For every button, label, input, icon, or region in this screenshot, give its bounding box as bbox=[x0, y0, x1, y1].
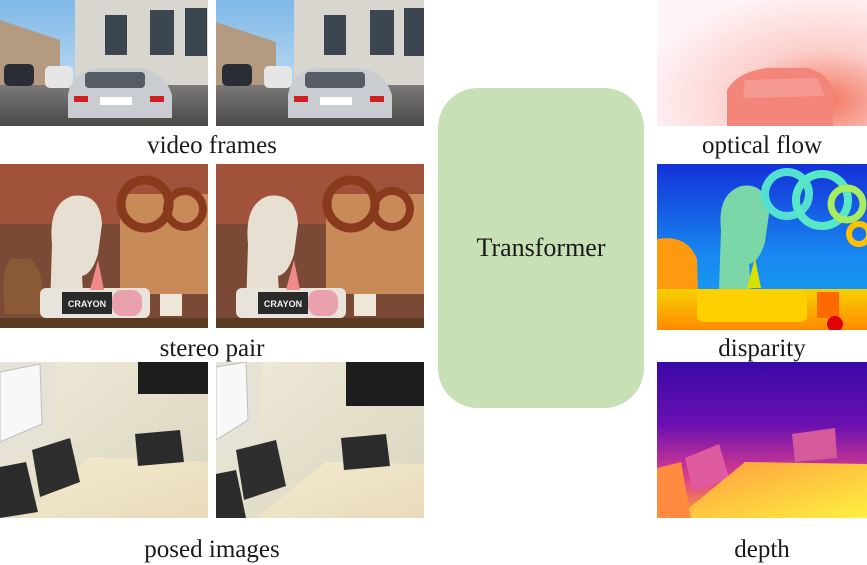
optical-flow-label: optical flow bbox=[701, 132, 823, 159]
optical-flow-image bbox=[657, 0, 867, 126]
stereo-right-image: CRAYON bbox=[216, 164, 424, 328]
stereo-left-image: CRAYON bbox=[0, 164, 208, 328]
video-frames-label: video frames bbox=[147, 132, 277, 159]
posed-image-1 bbox=[0, 362, 208, 518]
disparity-image bbox=[657, 164, 867, 330]
depth-label: depth bbox=[734, 536, 790, 563]
crayon-text: CRAYON bbox=[68, 299, 106, 309]
posed-image-2 bbox=[216, 362, 424, 518]
transformer-block: Transformer bbox=[438, 88, 644, 408]
transformer-label: Transformer bbox=[476, 233, 606, 262]
posed-images-label: posed images bbox=[144, 536, 280, 563]
crayon-text: CRAYON bbox=[264, 299, 302, 309]
disparity-label: disparity bbox=[718, 335, 806, 362]
stereo-pair-label: stereo pair bbox=[159, 335, 265, 362]
depth-image bbox=[657, 362, 867, 518]
video-frame-1 bbox=[0, 0, 208, 126]
video-frame-2 bbox=[216, 0, 424, 126]
